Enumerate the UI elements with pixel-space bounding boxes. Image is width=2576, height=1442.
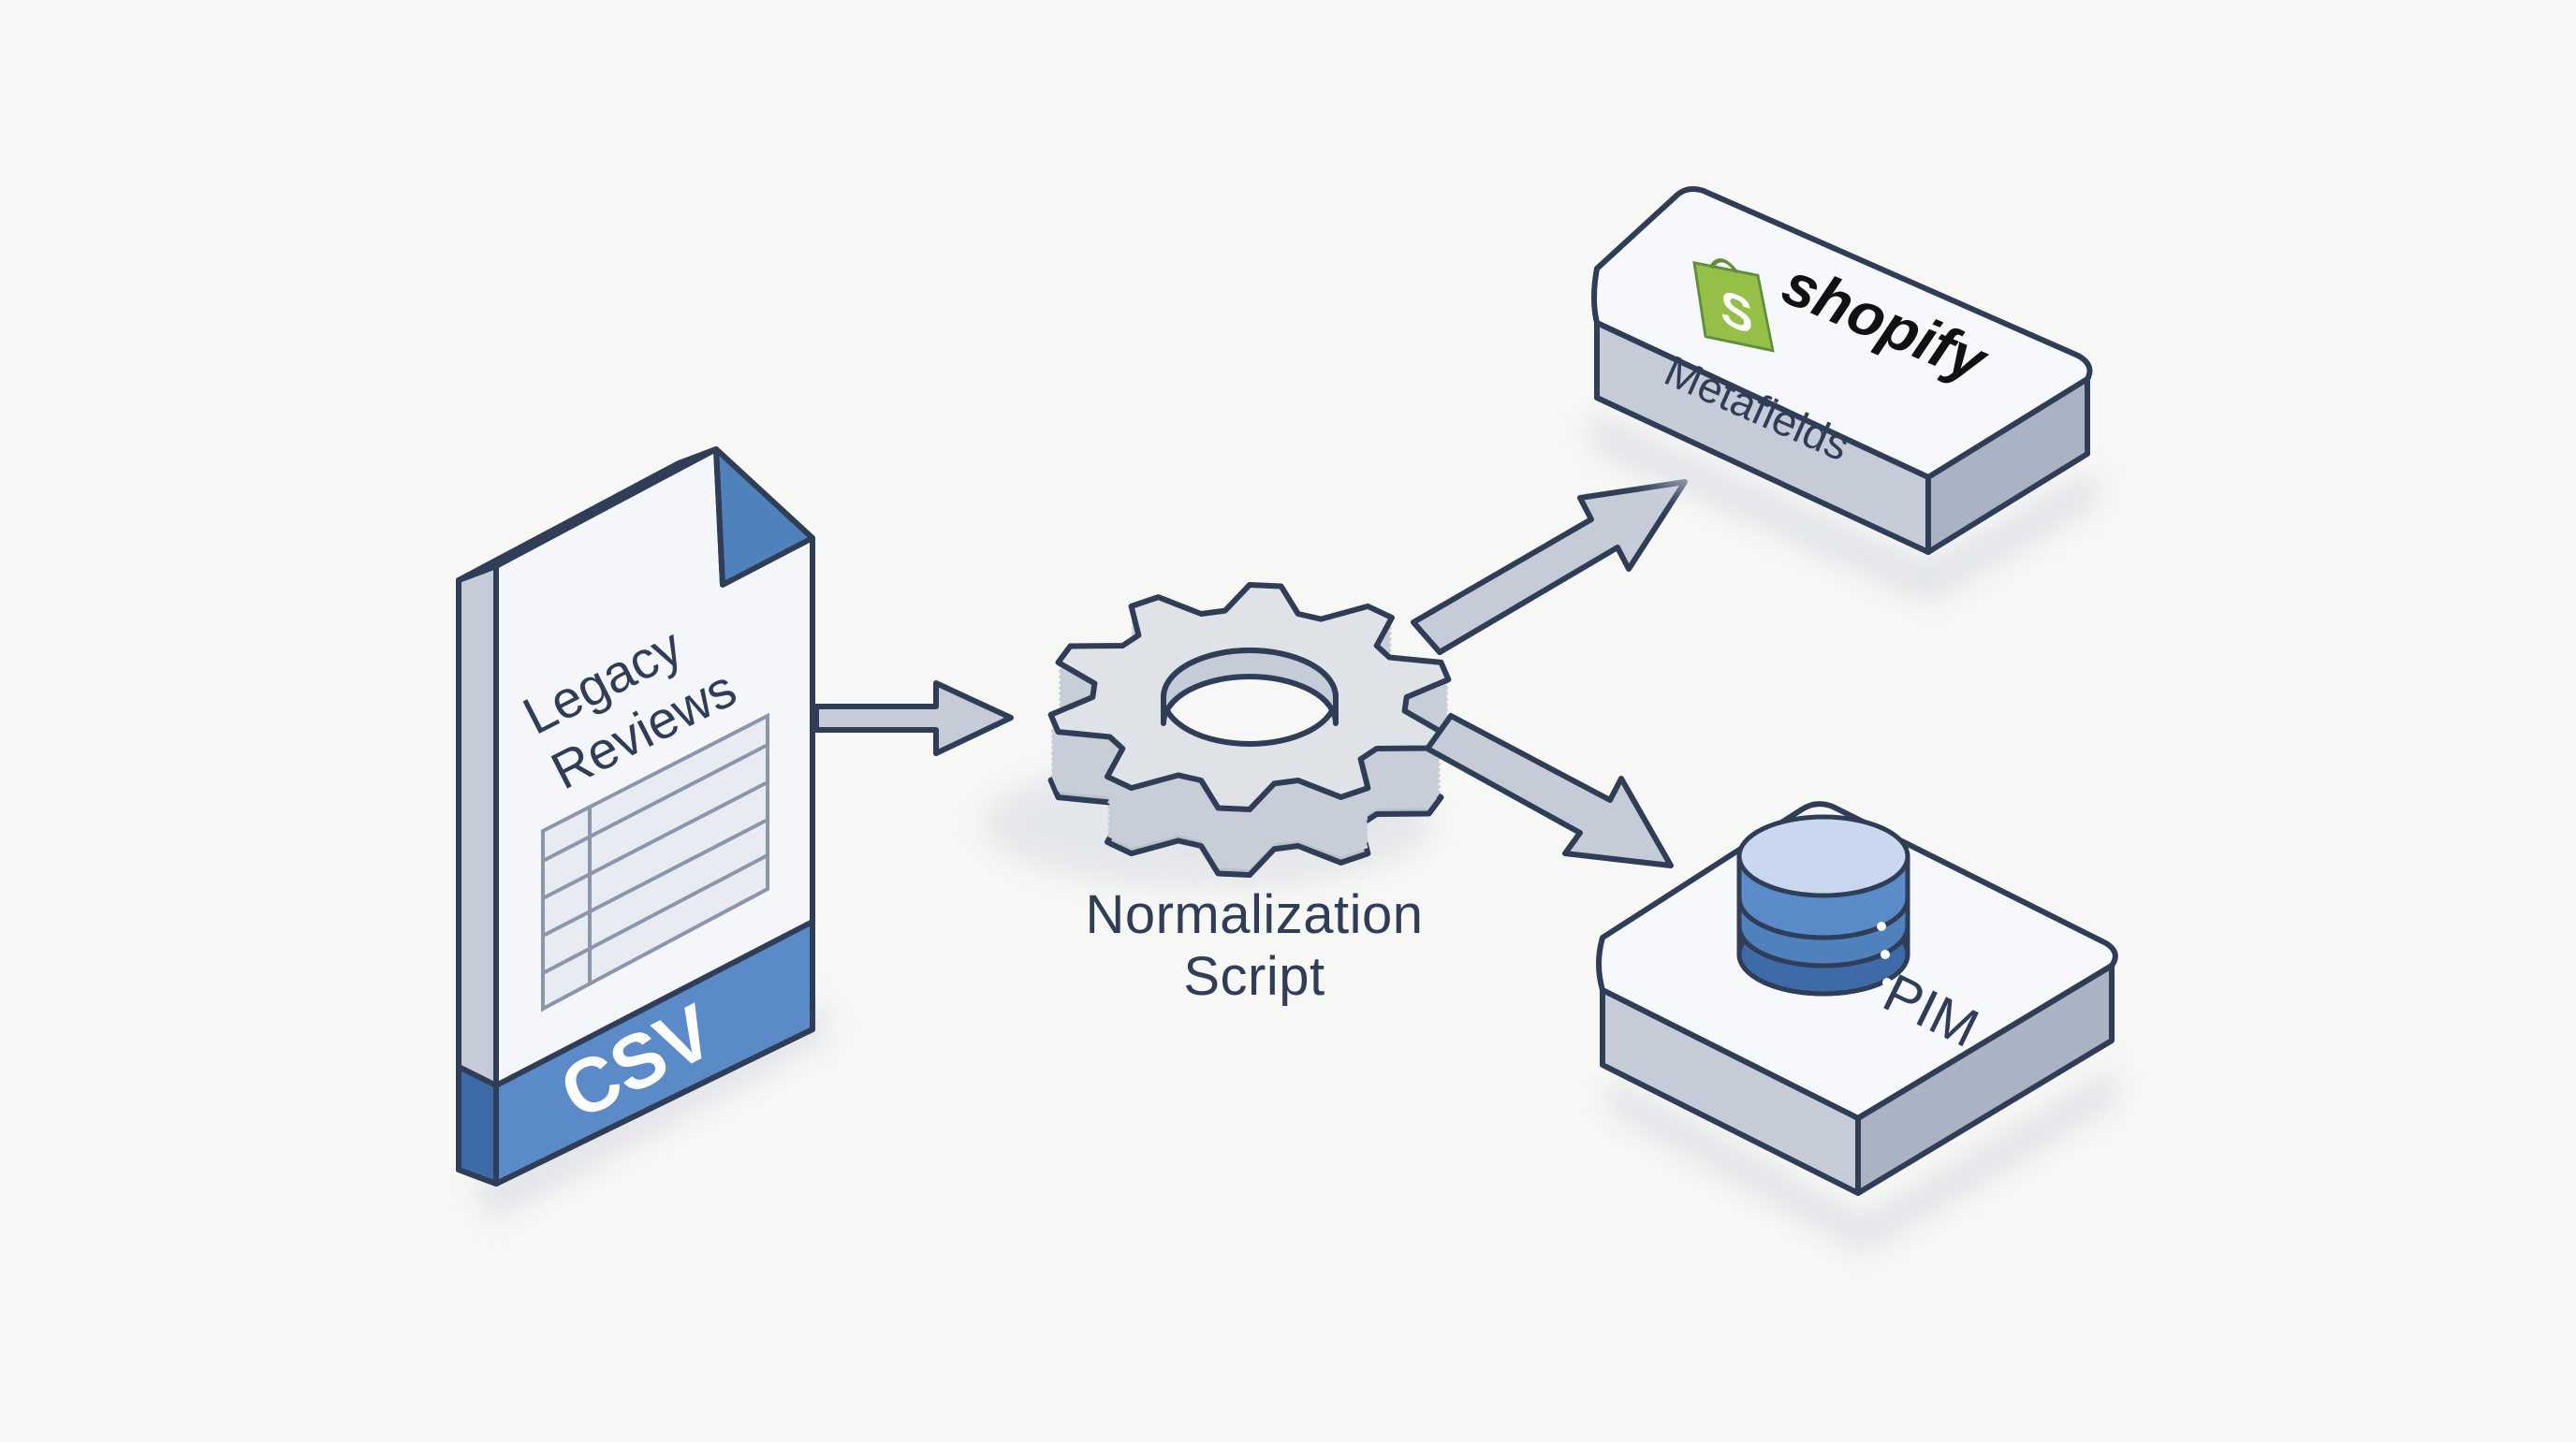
svg-text:S: S (1720, 279, 1753, 346)
gear-icon (983, 582, 1452, 889)
arrow-to-pim (1425, 713, 1674, 868)
normalization-label-line1: Normalization (1085, 884, 1424, 945)
spreadsheet-grid-icon (541, 712, 769, 1012)
csv-document: Legacy Reviews CSV (456, 446, 828, 1221)
arrow-to-gear (813, 680, 1014, 756)
shopify-metafields-block: S shopify Metafields (1591, 186, 2097, 604)
pim-block: PIM (1596, 801, 2118, 1254)
database-icon (1736, 814, 1910, 997)
normalization-script-label: Normalization Script (1011, 884, 1498, 1008)
shopify-bag-icon: S (1692, 258, 1775, 353)
normalization-label-line2: Script (1183, 946, 1325, 1007)
arrow-to-shopify (1411, 479, 1688, 655)
